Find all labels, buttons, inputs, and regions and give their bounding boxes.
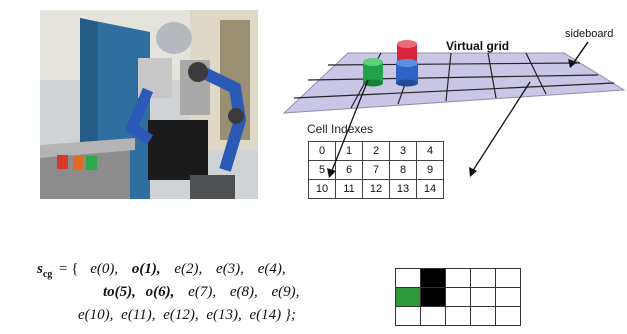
- blue-cup-icon: [396, 59, 418, 87]
- cell-index: 11: [335, 179, 363, 199]
- virtual-grid-diagram: Virtual grid sideboard: [282, 28, 626, 114]
- mini-grid-cell-white: [495, 287, 521, 307]
- table-row: 10 11 12 13 14: [308, 179, 444, 199]
- cell-index: 7: [362, 160, 390, 180]
- cell-index: 13: [389, 179, 417, 199]
- mini-grid-row: [395, 287, 521, 307]
- mini-grid-row: [395, 268, 521, 288]
- formula-term: o(1),: [131, 261, 161, 277]
- formula-lhs-sub: cg: [42, 269, 53, 280]
- cell-indexes-label: Cell Indexes: [307, 122, 374, 136]
- table-row: 5 6 7 8 9: [308, 160, 444, 180]
- mini-grid-cell-black: [420, 268, 446, 288]
- robot-photo: [40, 10, 258, 199]
- formula-term: e(13),: [206, 307, 242, 323]
- cell-index: 8: [389, 160, 417, 180]
- formula-term: e(8),: [229, 284, 258, 300]
- formula-term: e(12),: [163, 307, 199, 323]
- cell-index: 5: [308, 160, 336, 180]
- formula-line-1: scg = { e(0), o(1), e(2), e(3), e(4),: [37, 258, 286, 286]
- mini-grid-cell-white: [470, 268, 496, 288]
- formula-term: e(2),: [174, 261, 203, 277]
- mini-grid-cell-white: [495, 268, 521, 288]
- formula-term: e(0),: [90, 261, 119, 277]
- cell-index: 1: [335, 141, 363, 161]
- mini-grid-cell-green: [395, 287, 421, 307]
- red-cup-icon: [397, 40, 417, 62]
- formula-term: e(11),: [121, 307, 156, 323]
- formula-term: to(5),: [103, 284, 136, 300]
- mini-grid-cell-white: [445, 306, 471, 326]
- mini-grid-cell-black: [420, 287, 446, 307]
- mini-grid-cell-white: [495, 306, 521, 326]
- formula-line-3: e(10), e(11), e(12), e(13), e(14) };: [78, 304, 296, 327]
- formula-line-2: to(5), o(6), e(7), e(8), e(9),: [103, 281, 299, 304]
- cell-index: 12: [362, 179, 390, 199]
- formula-term: e(4),: [257, 261, 286, 277]
- mini-grid-cell-white: [395, 268, 421, 288]
- cell-index: 2: [362, 141, 390, 161]
- green-cup-icon: [363, 58, 383, 87]
- occupancy-mini-grid: [395, 268, 521, 326]
- formula-lhs: s: [37, 261, 43, 277]
- virtual-grid-label: Virtual grid: [446, 39, 509, 53]
- formula-term: e(3),: [216, 261, 244, 277]
- formula-term: e(9),: [271, 284, 300, 300]
- mini-grid-cell-white: [445, 287, 471, 307]
- formula-term: e(10),: [78, 307, 114, 323]
- formula-term: e(7),: [188, 284, 217, 300]
- cell-index: 0: [308, 141, 336, 161]
- cell-index: 14: [416, 179, 444, 199]
- sideboard-label: sideboard: [565, 28, 613, 40]
- mini-grid-cell-white: [395, 306, 421, 326]
- cell-index: 4: [416, 141, 444, 161]
- mini-grid-cell-white: [420, 306, 446, 326]
- cell-index: 6: [335, 160, 363, 180]
- cell-index: 3: [389, 141, 417, 161]
- mini-grid-cell-white: [470, 306, 496, 326]
- cell-index-table: 0 1 2 3 4 5 6 7 8 9 10 11 12 13 14: [308, 141, 444, 199]
- formula-term: e(14) };: [249, 307, 296, 323]
- table-row: 0 1 2 3 4: [308, 141, 444, 161]
- formula-equals-brace: = {: [59, 261, 79, 277]
- cell-index: 9: [416, 160, 444, 180]
- cell-index: 10: [308, 179, 336, 199]
- mini-grid-cell-white: [470, 287, 496, 307]
- formula-term: o(6),: [145, 284, 175, 300]
- mini-grid-cell-white: [445, 268, 471, 288]
- mini-grid-row: [395, 306, 521, 326]
